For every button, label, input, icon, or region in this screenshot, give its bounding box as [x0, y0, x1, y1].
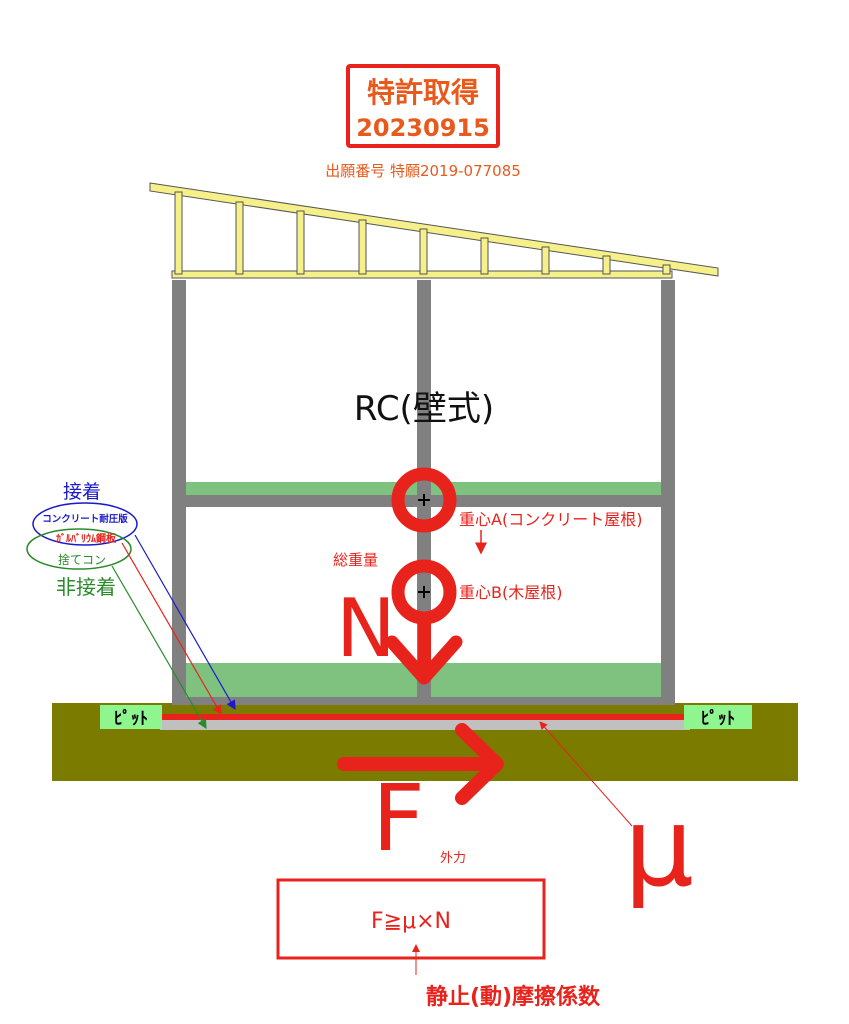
plus-icon	[418, 494, 430, 506]
roof-truss	[149, 182, 719, 279]
formula: F≧μ×N	[371, 909, 451, 934]
material-legend: 接着 コンクリート耐圧版 ｶﾞﾙﾊﾞﾘｳﾑ鋼板 捨てコン 非接着	[26, 481, 236, 730]
application-number: 出願番号 特願2019-077085	[325, 162, 521, 180]
plus-icon	[418, 586, 430, 598]
mu-pointer	[539, 721, 633, 827]
pit-right-label: ﾋﾟｯﾄ	[701, 708, 735, 729]
building-label: RC(壁式)	[354, 389, 494, 429]
total-weight-label: 総重量	[333, 551, 378, 569]
force-arrow	[337, 723, 504, 805]
external-force-label: 外力	[440, 851, 466, 866]
leveling-concrete-label: 捨てコン	[58, 552, 106, 567]
unbonded-label: 非接着	[56, 575, 116, 599]
galvalume-sheet	[162, 714, 684, 720]
down-arrow-n	[385, 616, 463, 685]
n-symbol: N	[336, 582, 396, 675]
formula-box	[276, 878, 546, 960]
f-symbol: F	[372, 765, 425, 872]
galvalume-label: ｶﾞﾙﾊﾞﾘｳﾑ鋼板	[56, 532, 117, 545]
coefficient-label: 静止(動)摩擦係数	[426, 984, 601, 1010]
center-of-gravity-a-marker	[391, 467, 457, 533]
center-a-label: 重心A(コンクリート屋根)	[459, 510, 642, 529]
pit-left-label: ﾋﾟｯﾄ	[114, 708, 148, 729]
patent-stamp: 特許取得 20230915	[346, 64, 500, 148]
pit-left	[100, 705, 162, 729]
galvalume-pointer	[121, 542, 222, 716]
concrete-slab-label: コンクリート耐圧版	[42, 513, 128, 525]
leveling-concrete	[160, 719, 690, 730]
patent-date: 20230915	[356, 114, 490, 142]
bonded-label: 接着	[63, 481, 101, 503]
patent-title: 特許取得	[367, 76, 479, 109]
mu-symbol: μ	[624, 783, 694, 911]
rc-wall-structure	[172, 280, 675, 705]
pit-right	[684, 705, 752, 729]
center-b-label: 重心B(木屋根)	[459, 583, 562, 602]
concrete-slab-pointer	[134, 534, 236, 711]
foundation-slab-right	[431, 663, 661, 697]
leveling-concrete-pointer	[111, 565, 207, 730]
